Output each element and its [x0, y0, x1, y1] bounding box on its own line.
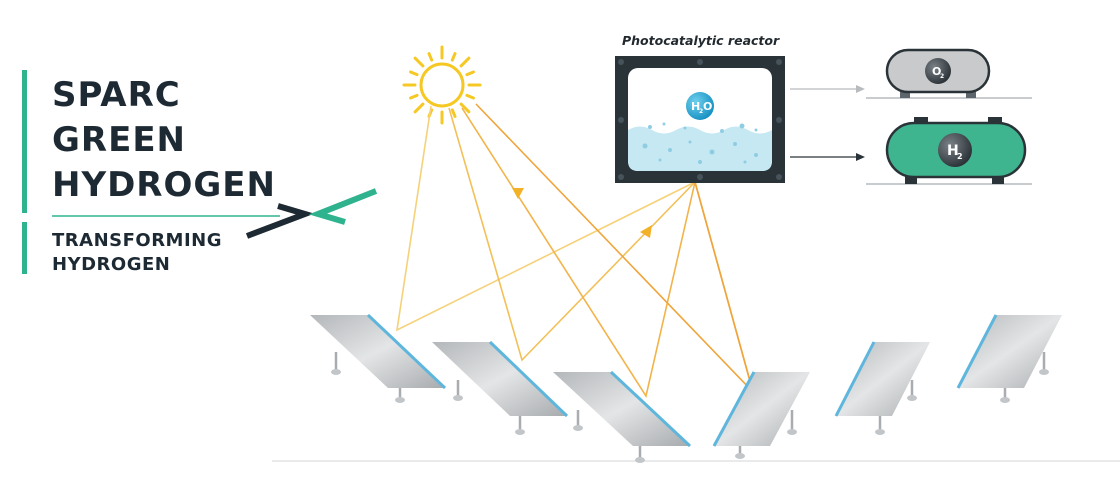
arrow-chevron-logo — [245, 203, 315, 239]
oxygen-tank: O 2 — [866, 48, 1032, 99]
logo-text-green: GREEN — [52, 120, 186, 160]
logo-bar-bottom — [22, 222, 27, 274]
logo-bar-top — [22, 70, 27, 213]
hydrogen-tank: H 2 — [866, 117, 1032, 185]
solar-mirrors — [310, 313, 1062, 463]
arrow-chevron-logo-green — [308, 188, 378, 225]
solar-mirror-panel — [834, 341, 930, 435]
solar-mirror-panel — [553, 370, 692, 463]
solar-mirror-panel — [310, 313, 447, 403]
sun-icon — [402, 45, 482, 125]
oxygen-symbol: O — [932, 65, 941, 78]
reactor-title: Photocatalytic reactor — [622, 33, 780, 48]
solar-mirror-panel — [956, 314, 1062, 403]
water-suffix: O — [703, 100, 712, 113]
photocatalytic-reactor: H 2 O — [615, 56, 785, 183]
logo-text-sparc: SPARC — [52, 75, 181, 115]
water-symbol: H — [691, 100, 700, 113]
water-molecule-icon: H 2 O — [686, 92, 714, 120]
solar-mirror-panel — [712, 371, 810, 459]
hydrogen-subscript: 2 — [957, 152, 963, 161]
hydrogen-symbol: H — [947, 143, 959, 159]
output-arrows — [790, 85, 865, 161]
logo-text-hydrogen: HYDROGEN — [52, 165, 276, 205]
logo-tagline-transforming: TRANSFORMING — [52, 230, 223, 251]
beam-arrow-icon — [512, 188, 652, 238]
water-subscript: 2 — [699, 108, 703, 115]
oxygen-subscript: 2 — [940, 73, 944, 80]
solar-mirror-panel — [432, 340, 569, 435]
logo — [22, 70, 378, 274]
logo-tagline-hydrogen: HYDROGEN — [52, 254, 171, 275]
